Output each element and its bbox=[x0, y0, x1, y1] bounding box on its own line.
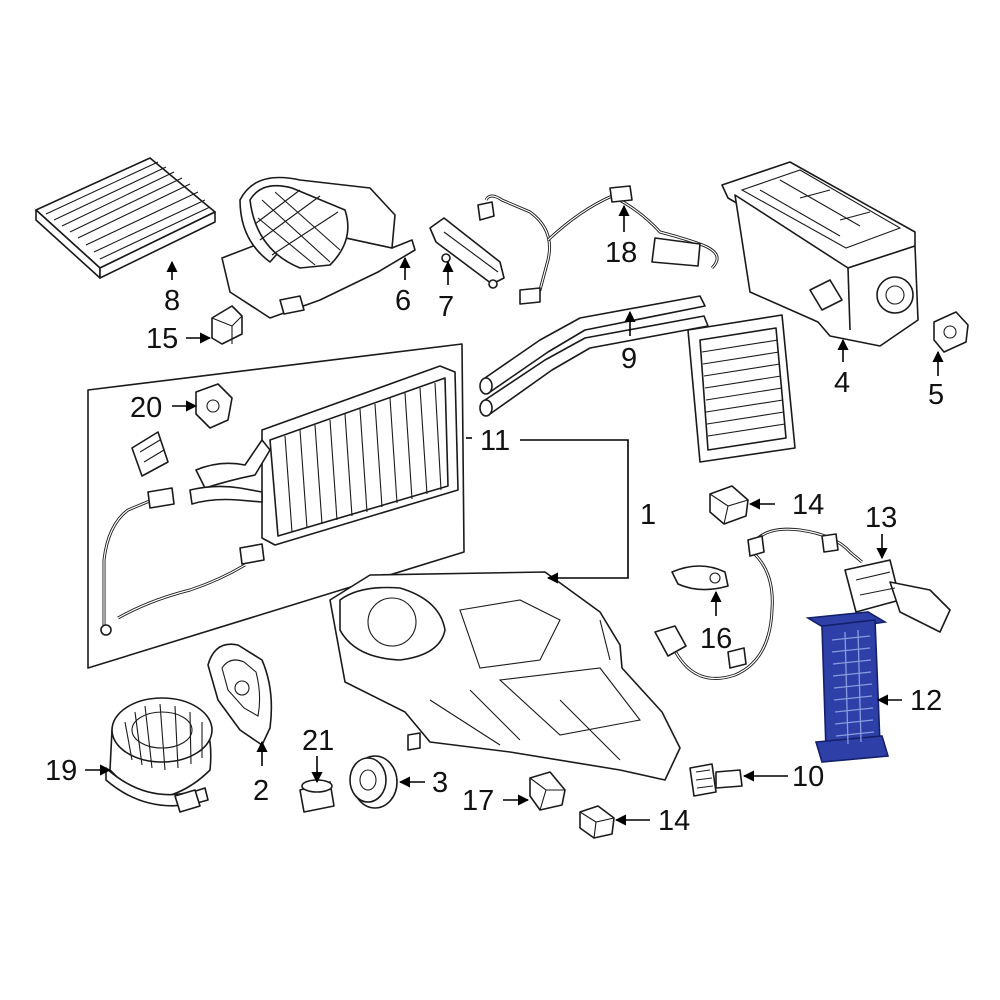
callout-14-upper: 14 bbox=[792, 489, 824, 521]
part-4-hvac-case[interactable] bbox=[721, 161, 919, 347]
part-18-harness[interactable] bbox=[477, 185, 719, 305]
callout-18: 18 bbox=[605, 237, 637, 269]
part-1-main-housing[interactable] bbox=[329, 571, 681, 781]
part-11-evaporator[interactable] bbox=[189, 365, 459, 546]
callout-3: 3 bbox=[432, 767, 448, 799]
part-17-clip[interactable] bbox=[529, 771, 566, 811]
callout-5: 5 bbox=[928, 379, 944, 411]
inset-sensor-wire[interactable] bbox=[100, 487, 265, 636]
part-2-gasket[interactable] bbox=[207, 643, 273, 746]
part-5-actuator[interactable] bbox=[933, 311, 969, 353]
callout-17: 17 bbox=[462, 785, 494, 817]
part-14-sensor-upper[interactable] bbox=[709, 485, 749, 525]
callout-2: 2 bbox=[253, 775, 269, 807]
part-21-bushing[interactable] bbox=[299, 779, 335, 813]
leader-lines bbox=[85, 204, 944, 826]
part-14-sensor-lower[interactable] bbox=[579, 805, 615, 839]
callout-11: 11 bbox=[480, 425, 510, 457]
callout-4: 4 bbox=[834, 367, 850, 399]
callout-20: 20 bbox=[130, 392, 162, 424]
callout-21: 21 bbox=[302, 725, 334, 757]
callout-1: 1 bbox=[640, 499, 656, 531]
callout-19: 19 bbox=[45, 755, 77, 787]
part-6-blower-housing[interactable] bbox=[221, 176, 416, 319]
part-19-blower-motor[interactable] bbox=[105, 697, 213, 813]
callout-12: 12 bbox=[910, 685, 942, 717]
inset-clip[interactable] bbox=[131, 431, 169, 477]
callout-7: 7 bbox=[438, 291, 454, 323]
callout-16: 16 bbox=[700, 623, 732, 655]
callout-13: 13 bbox=[865, 502, 897, 534]
callout-9: 9 bbox=[621, 343, 637, 375]
callout-6: 6 bbox=[395, 285, 411, 317]
part-13-actuator-harness[interactable] bbox=[654, 527, 951, 680]
callout-15: 15 bbox=[146, 323, 178, 355]
callout-labels: 8 15 6 7 18 9 4 5 20 11 1 14 13 16 12 21… bbox=[45, 237, 944, 837]
part-10-sensor[interactable] bbox=[689, 763, 743, 797]
part-7-bracket[interactable] bbox=[429, 217, 505, 289]
callout-8: 8 bbox=[164, 285, 180, 317]
part-16-seal[interactable] bbox=[671, 565, 729, 591]
part-20-sensor[interactable] bbox=[195, 383, 233, 429]
part-8-cabin-filter[interactable] bbox=[35, 157, 216, 279]
part-9-heater-core[interactable] bbox=[479, 295, 796, 463]
callout-10: 10 bbox=[792, 761, 824, 793]
part-3-knob[interactable] bbox=[349, 755, 398, 809]
part-15-clip[interactable] bbox=[211, 305, 243, 345]
part-12-filter-insert[interactable] bbox=[805, 611, 890, 763]
evaporator-inset bbox=[87, 343, 465, 669]
callout-14-lower: 14 bbox=[658, 805, 690, 837]
